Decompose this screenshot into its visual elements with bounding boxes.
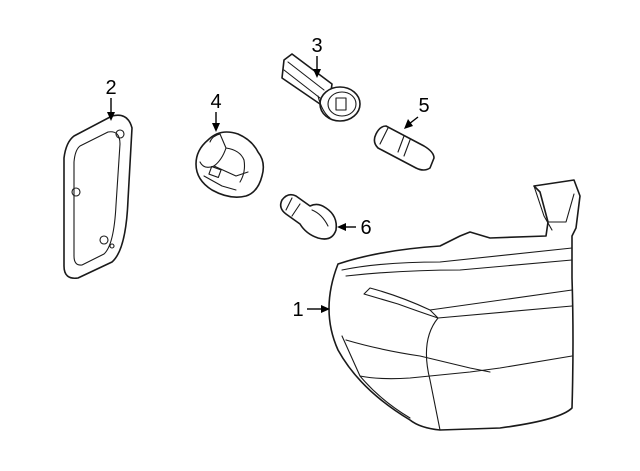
callout-6: 6 xyxy=(337,217,372,239)
callout-3: 3 xyxy=(311,35,323,78)
callout-label-5: 5 xyxy=(418,95,429,117)
callout-4: 4 xyxy=(210,91,222,132)
socket-part[interactable] xyxy=(195,131,265,198)
gasket-part[interactable] xyxy=(63,114,133,280)
callout-1: 1 xyxy=(292,299,330,321)
bulb-part-6[interactable] xyxy=(279,193,338,240)
tail-lamp-part[interactable] xyxy=(328,179,581,431)
callout-5: 5 xyxy=(404,95,430,129)
callout-label-1: 1 xyxy=(292,299,303,321)
callout-label-3: 3 xyxy=(311,35,322,57)
bulb-part-3[interactable] xyxy=(281,53,361,122)
callout-label-2: 2 xyxy=(105,77,116,99)
bulb-part-5[interactable] xyxy=(373,125,435,171)
callout-label-6: 6 xyxy=(360,217,371,239)
callout-label-4: 4 xyxy=(210,91,221,113)
callout-2: 2 xyxy=(105,77,117,121)
